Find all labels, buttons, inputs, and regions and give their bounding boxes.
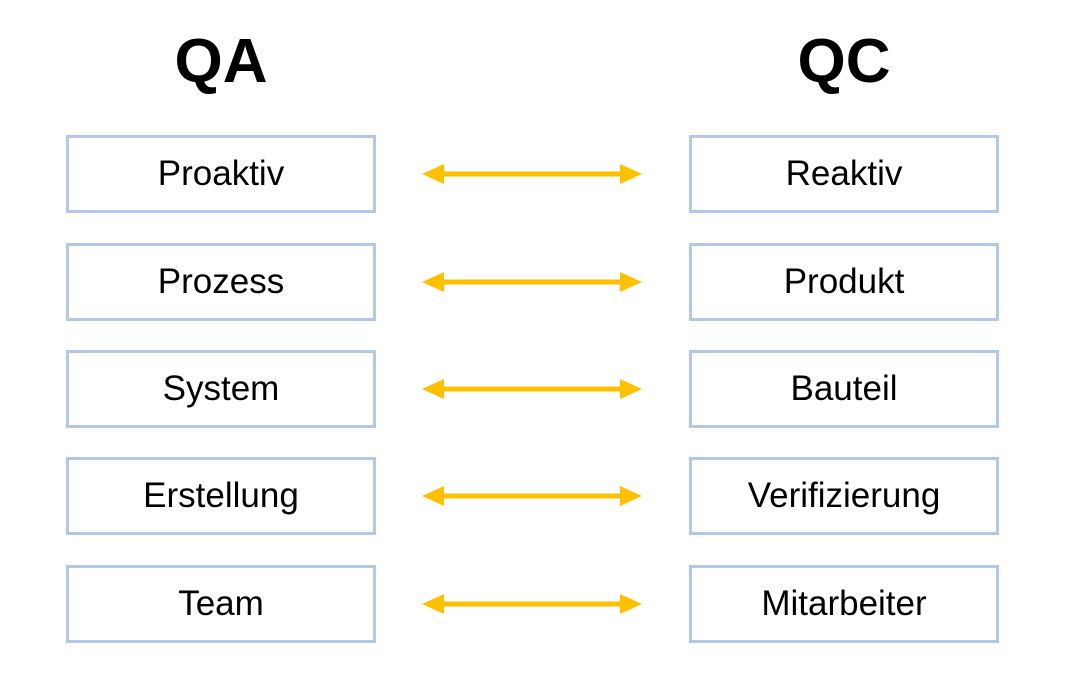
comparison-row: System Bauteil (0, 350, 1078, 428)
double-arrow-icon (422, 379, 642, 399)
qa-item-box: Erstellung (66, 457, 376, 535)
qc-heading: QC (797, 27, 891, 96)
qa-item-label: Team (178, 584, 264, 623)
comparison-row: Proaktiv Reaktiv (0, 135, 1078, 213)
comparison-row: Erstellung Verifizierung (0, 457, 1078, 535)
qa-item-label: Erstellung (143, 476, 299, 515)
double-arrow-icon (422, 164, 642, 184)
double-arrow-icon (422, 594, 642, 614)
qc-item-box: Verifizierung (689, 457, 999, 535)
comparison-row: Team Mitarbeiter (0, 565, 1078, 643)
qa-item-label: Prozess (157, 262, 285, 301)
qc-item-box: Mitarbeiter (689, 565, 999, 643)
qc-item-label: Produkt (783, 262, 905, 301)
qc-item-label: Reaktiv (785, 154, 903, 193)
qc-item-box: Bauteil (689, 350, 999, 428)
qc-item-label: Bauteil (790, 369, 898, 408)
qc-item-label: Mitarbeiter (761, 584, 927, 623)
qc-item-box: Produkt (689, 243, 999, 321)
qc-item-box: Reaktiv (689, 135, 999, 213)
qc-item-label: Verifizierung (747, 476, 941, 515)
double-arrow-icon (422, 272, 642, 292)
qa-item-box: Proaktiv (66, 135, 376, 213)
double-arrow-icon (422, 486, 642, 506)
qa-item-box: System (66, 350, 376, 428)
comparison-row: Prozess Produkt (0, 243, 1078, 321)
qa-item-label: System (162, 369, 280, 408)
qa-heading: QA (174, 27, 268, 96)
qa-item-label: Proaktiv (157, 154, 285, 193)
qa-item-box: Team (66, 565, 376, 643)
qa-item-box: Prozess (66, 243, 376, 321)
